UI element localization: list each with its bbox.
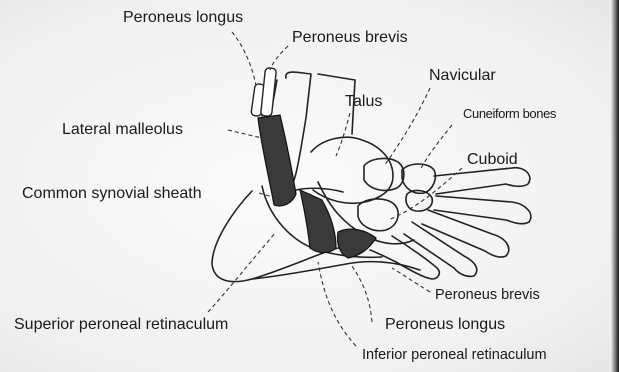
label-talus: Talus bbox=[345, 94, 382, 110]
label-superior-peroneal-retinaculum: Superior peroneal retinaculum bbox=[14, 317, 228, 333]
label-peroneus-longus-top: Peroneus longus bbox=[123, 10, 243, 26]
leader-navicular bbox=[384, 88, 430, 166]
leader-peroneus-brevis-bottom bbox=[392, 268, 430, 292]
label-peroneus-brevis-top: Peroneus brevis bbox=[292, 30, 408, 46]
leader-peroneus-longus-bottom bbox=[352, 266, 372, 322]
leader-peroneus-brevis-top bbox=[270, 46, 288, 70]
leader-talus bbox=[336, 113, 350, 156]
label-inferior-peroneal-retinaculum: Inferior peroneal retinaculum bbox=[362, 348, 547, 363]
leader-inferior-retinaculum bbox=[318, 262, 356, 346]
cuboid-outline bbox=[358, 199, 398, 231]
label-navicular: Navicular bbox=[429, 68, 496, 84]
label-lateral-malleolus: Lateral malleolus bbox=[62, 122, 183, 138]
leader-lateral-malleolus bbox=[228, 130, 262, 138]
label-cuneiform-bones: Cuneiform bones bbox=[463, 107, 556, 120]
cuneiform-outline-1 bbox=[402, 164, 435, 193]
peroneus-brevis-tendon-stub bbox=[261, 68, 277, 117]
page-edge-shadow bbox=[610, 0, 619, 372]
leader-cuneiform bbox=[420, 125, 452, 170]
label-peroneus-brevis-bottom: Peroneus brevis bbox=[435, 288, 540, 303]
label-common-synovial-sheath: Common synovial sheath bbox=[22, 186, 202, 202]
metatarsal-3 bbox=[422, 210, 509, 257]
leader-superior-retinaculum bbox=[208, 232, 276, 312]
label-peroneus-longus-bottom: Peroneus longus bbox=[385, 317, 505, 333]
navicular-outline bbox=[364, 159, 404, 191]
metatarsal-2 bbox=[434, 196, 531, 224]
leader-peroneus-longus-top bbox=[232, 32, 256, 86]
label-cuboid: Cuboid bbox=[467, 152, 518, 168]
metatarsal-1 bbox=[434, 168, 530, 194]
synovial-sheath-lower bbox=[337, 229, 376, 258]
